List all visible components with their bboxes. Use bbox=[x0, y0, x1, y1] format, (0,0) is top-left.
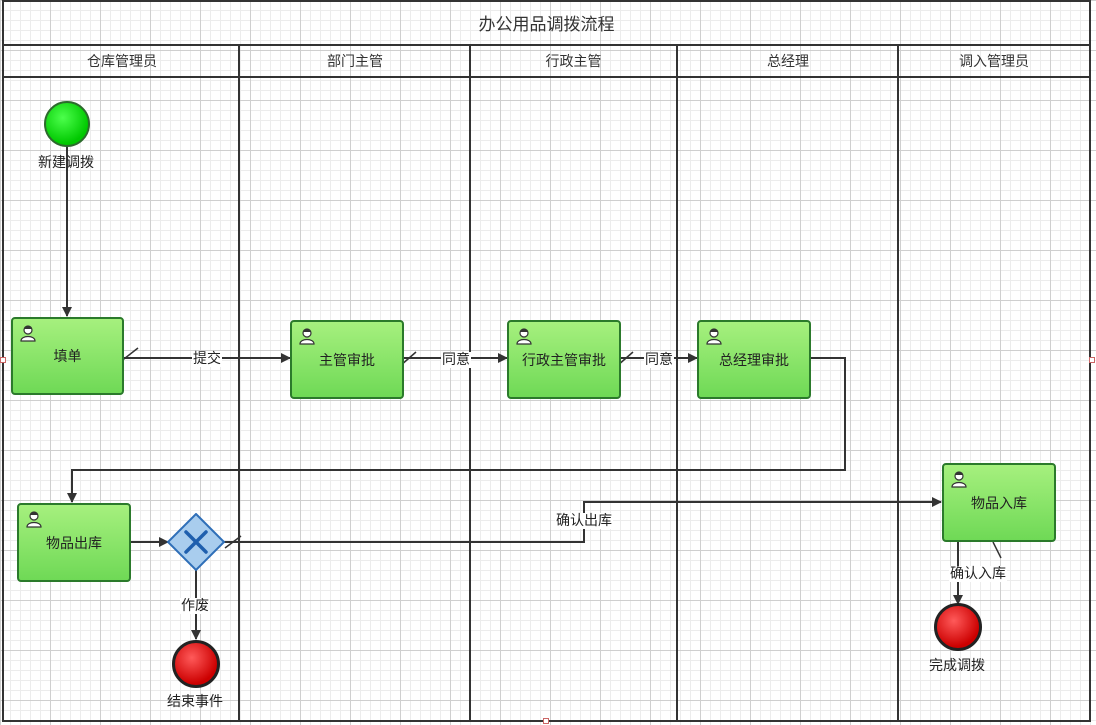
user-icon bbox=[299, 328, 315, 345]
flow-label-confirm-out: 确认出库 bbox=[555, 513, 613, 529]
default-flow-mark bbox=[992, 541, 1002, 559]
lane-header-warehouse: 仓库管理员 bbox=[4, 46, 240, 78]
flow-gm-to-outbound bbox=[67, 357, 846, 503]
user-icon bbox=[26, 511, 42, 528]
task-supervisor-approval[interactable]: 主管审批 bbox=[290, 320, 404, 399]
flow-label-void: 作废 bbox=[180, 598, 210, 614]
flow-label-agree-2: 同意 bbox=[644, 352, 674, 368]
task-outbound[interactable]: 物品出库 bbox=[17, 503, 131, 582]
lane-header-general-manager: 总经理 bbox=[677, 46, 899, 78]
task-gm-approval[interactable]: 总经理审批 bbox=[697, 320, 811, 399]
lane-divider bbox=[238, 46, 240, 722]
diagram-title: 办公用品调拨流程 bbox=[2, 0, 1091, 46]
resize-handle[interactable] bbox=[1089, 357, 1095, 363]
resize-handle[interactable] bbox=[543, 718, 549, 724]
flow-label-confirm-in: 确认入库 bbox=[949, 566, 1007, 582]
task-label: 填单 bbox=[53, 349, 82, 365]
task-inbound[interactable]: 物品入库 bbox=[942, 463, 1056, 542]
end-event-complete-label: 完成调拨 bbox=[929, 658, 985, 674]
end-event-complete[interactable] bbox=[934, 603, 982, 651]
lane-header-dept-supervisor: 部门主管 bbox=[240, 46, 470, 78]
task-label: 主管审批 bbox=[319, 352, 375, 369]
task-label: 总经理审批 bbox=[719, 352, 789, 369]
default-flow-mark bbox=[224, 535, 242, 549]
task-label: 物品入库 bbox=[971, 495, 1027, 512]
exclusive-gateway[interactable] bbox=[166, 513, 226, 573]
user-icon bbox=[706, 328, 722, 345]
lane-divider bbox=[469, 46, 471, 722]
user-icon bbox=[20, 325, 36, 342]
lane-divider bbox=[897, 46, 899, 722]
start-event-label: 新建调拨 bbox=[38, 155, 94, 171]
lane-divider bbox=[676, 46, 678, 722]
user-icon bbox=[516, 328, 532, 345]
task-fill-form[interactable]: 填单 bbox=[11, 317, 124, 395]
lane-header-admin-supervisor: 行政主管 bbox=[470, 46, 677, 78]
lane-header-receiving-admin: 调入管理员 bbox=[899, 46, 1089, 78]
start-event[interactable] bbox=[44, 101, 90, 147]
end-event-void[interactable] bbox=[172, 640, 220, 688]
task-label: 行政主管审批 bbox=[522, 352, 606, 369]
flow-label-submit: 提交 bbox=[192, 351, 222, 367]
resize-handle[interactable] bbox=[0, 357, 6, 363]
user-icon bbox=[951, 471, 967, 488]
task-label: 物品出库 bbox=[46, 535, 102, 552]
end-event-void-label: 结束事件 bbox=[167, 694, 223, 710]
exclusive-gateway-x-icon bbox=[184, 530, 208, 554]
task-admin-approval[interactable]: 行政主管审批 bbox=[507, 320, 621, 399]
flow-label-agree-1: 同意 bbox=[441, 352, 471, 368]
